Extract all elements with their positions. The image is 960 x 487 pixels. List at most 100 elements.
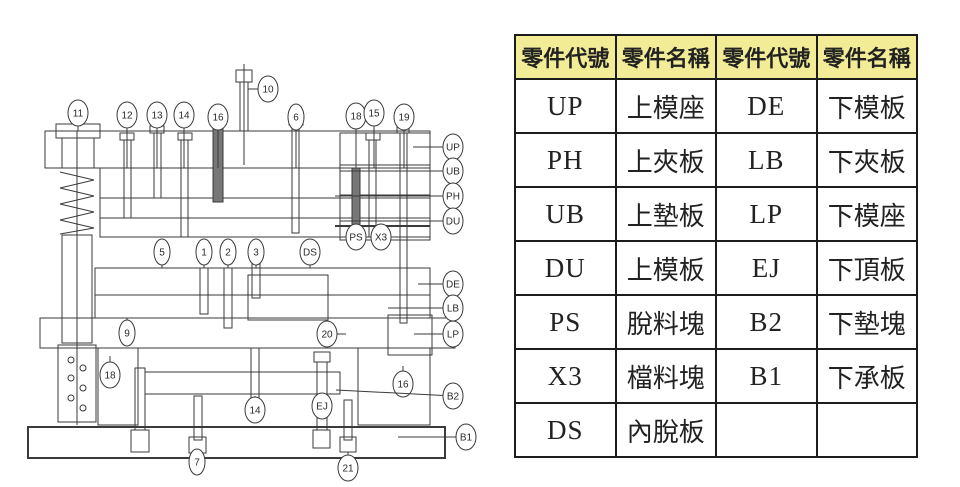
callout-label: 12 <box>121 111 133 122</box>
callout-label: 16 <box>212 113 224 124</box>
header-part-name: 零件名稱 <box>815 34 918 80</box>
lower-pin <box>223 267 233 329</box>
part-name-cell: 下承板 <box>815 348 918 404</box>
part-code-cell: LB <box>715 132 818 188</box>
callout-bubble-2 <box>219 238 237 266</box>
part-name-cell: 下頂板 <box>815 240 918 296</box>
part-name-cell: 上墊板 <box>614 186 717 242</box>
part-name-cell: 內脫板 <box>614 402 717 458</box>
callout-label: 14 <box>178 111 190 122</box>
lower-right-block <box>387 314 433 356</box>
callout-bubble-16 <box>207 103 229 131</box>
lower-pin <box>199 267 209 315</box>
pin-shaft <box>368 139 377 238</box>
callout-bubble-10 <box>257 75 279 103</box>
callout-bubble-19 <box>393 103 415 131</box>
callout-label: 5 <box>159 248 165 259</box>
callout-label: DS <box>303 248 317 259</box>
upper-clamp-plate <box>99 197 431 219</box>
ball-detail <box>79 404 87 412</box>
callout-label: 14 <box>249 406 261 417</box>
callout-label: 13 <box>151 111 163 122</box>
callout-label: 18 <box>350 112 362 123</box>
callout-bubble-14 <box>173 101 195 129</box>
part-name-cell: 下模座 <box>815 186 918 242</box>
part-name-cell: 脫料塊 <box>614 294 717 350</box>
part-name-cell: 檔料塊 <box>614 348 717 404</box>
callout-label: 10 <box>262 85 274 96</box>
callout-bubble-B2 <box>442 382 464 410</box>
bolt-shaft <box>343 399 353 441</box>
part-code-cell: EJ <box>715 240 818 296</box>
callout-label: 19 <box>398 113 410 124</box>
callout-label: PH <box>446 192 460 203</box>
callout-label: 9 <box>124 329 130 340</box>
callout-bubble-DU <box>442 207 464 235</box>
part-name-cell: 上夾板 <box>614 132 717 188</box>
callout-bubble-20 <box>316 320 338 348</box>
callout-bubble-6 <box>287 103 305 131</box>
callout-bubble-11 <box>67 99 89 127</box>
callout-label: 7 <box>194 458 200 469</box>
callout-bubble-B1 <box>455 423 477 451</box>
bolt-head <box>313 351 331 363</box>
header-part-name: 零件名稱 <box>614 34 717 80</box>
callout-label: LP <box>447 330 460 341</box>
callout-label: 1 <box>201 248 207 259</box>
callout-bubble-9 <box>118 319 136 347</box>
part-code-cell: PS <box>514 294 617 350</box>
ball-detail <box>79 384 87 392</box>
bolt-nut <box>312 429 331 449</box>
parts-table-header: 零件代號零件名稱零件代號零件名稱 <box>514 34 918 80</box>
callout-bubble-21 <box>337 454 359 482</box>
callout-label: DE <box>446 280 460 291</box>
callout-label: 16 <box>397 380 409 391</box>
stripper-block <box>247 274 329 321</box>
ball-detail <box>67 374 75 382</box>
callout-bubble-14 <box>244 396 266 424</box>
part-code-cell: UP <box>514 78 617 134</box>
part-code-cell <box>715 402 818 458</box>
callout-label: EJ <box>316 402 328 413</box>
left-bolt-body <box>61 137 95 169</box>
part-code-cell: DU <box>514 240 617 296</box>
part-code-cell: B2 <box>715 294 818 350</box>
spacer-block-left <box>97 347 139 426</box>
callout-label: B2 <box>447 392 460 403</box>
upper-die-set-plate <box>44 130 431 169</box>
spacer-block-right <box>357 347 431 426</box>
ball-detail <box>67 394 75 402</box>
callout-bubble-1 <box>195 238 213 266</box>
callout-bubble-PS <box>345 223 367 251</box>
callout-label: 6 <box>293 113 299 124</box>
callout-bubble-LP <box>442 320 464 348</box>
bolt-nut <box>130 429 150 453</box>
callout-label: X3 <box>375 233 388 244</box>
callout-label: 18 <box>104 371 116 382</box>
upper-right-block <box>339 132 431 196</box>
bolt-shaft <box>193 395 203 441</box>
callout-bubble-12 <box>116 101 138 129</box>
ejector-plate <box>144 371 341 395</box>
part-code-cell: PH <box>514 132 617 188</box>
callout-bubble-16 <box>392 370 414 398</box>
callout-label: 21 <box>342 464 354 475</box>
callout-label: PS <box>349 233 363 244</box>
callout-bubble-18 <box>99 361 121 389</box>
callout-label: UB <box>446 167 460 178</box>
part-name-cell <box>815 402 918 458</box>
ball-detail <box>67 356 75 364</box>
callout-bubble-EJ <box>311 392 333 420</box>
part-name-cell: 下夾板 <box>815 132 918 188</box>
callout-bubble-DS <box>299 238 321 266</box>
callout-label: 11 <box>73 109 84 120</box>
part-code-cell: X3 <box>514 348 617 404</box>
upper-backing-plate <box>99 167 431 199</box>
